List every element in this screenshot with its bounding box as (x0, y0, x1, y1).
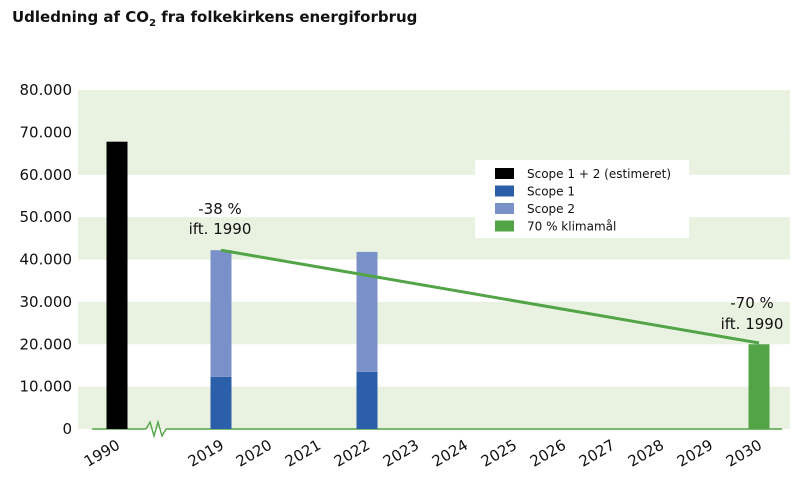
bar-scope2-2022 (356, 251, 378, 372)
bar-scope1-2019 (210, 376, 232, 429)
x-tick-label: 2028 (625, 436, 667, 471)
x-tick-label: 2027 (576, 436, 618, 471)
y-tick-label: 0 (62, 420, 72, 438)
legend-label: Scope 1 (527, 185, 575, 199)
legend-swatch (495, 220, 514, 232)
y-tick-label: 40.000 (20, 251, 73, 269)
legend-label: Scope 2 (527, 202, 575, 216)
target-line (220, 248, 760, 345)
y-tick-label: 20.000 (20, 335, 73, 353)
y-tick-label: 10.000 (20, 378, 73, 396)
y-tick-label: 60.000 (20, 166, 73, 184)
legend: Scope 1 + 2 (estimeret) Scope 1 Scope 2 70 … (475, 160, 689, 238)
legend-swatch (495, 203, 514, 214)
legend-swatch (495, 185, 514, 197)
x-tick-label: 2030 (723, 436, 765, 471)
y-tick-label: 30.000 (20, 293, 73, 311)
x-tick-label: 2022 (331, 436, 373, 471)
bar-target-2030 (748, 344, 770, 429)
legend-label: Scope 1 + 2 (estimeret) (527, 167, 671, 181)
y-tick-label: 80.000 (20, 81, 73, 99)
grid-band (78, 90, 790, 133)
chart-title: Udledning af CO2 fra folkekirkens energi… (12, 8, 418, 29)
x-tick-label: 2021 (282, 436, 324, 471)
y-tick-label: 50.000 (20, 208, 73, 226)
bar-scope12-1990 (106, 141, 128, 429)
legend-swatch (495, 168, 514, 179)
x-tick-label: 2026 (527, 436, 569, 471)
x-tick-label: 2024 (429, 436, 471, 471)
annotation-text: ift. 1990 (721, 315, 784, 333)
x-tick-label: 2023 (380, 436, 422, 471)
x-tick-label: 2019 (185, 436, 227, 471)
axis-break-icon (145, 419, 167, 439)
x-tick-label: 2020 (233, 436, 275, 471)
annotation-text: ift. 1990 (189, 220, 252, 238)
y-tick-label: 70.000 (20, 123, 73, 141)
annotation-text: -38 % (198, 200, 242, 218)
grid-band (78, 386, 790, 429)
x-tick-label: 1990 (81, 436, 123, 471)
bar-scope2-2019 (210, 250, 232, 377)
annotation-text: -70 % (730, 294, 774, 312)
x-tick-label: 2025 (478, 436, 520, 471)
grid-band (78, 301, 790, 345)
x-tick-label: 2029 (674, 436, 716, 471)
legend-label: 70 % klimamål (527, 220, 616, 234)
bar-scope1-2022 (356, 371, 378, 429)
